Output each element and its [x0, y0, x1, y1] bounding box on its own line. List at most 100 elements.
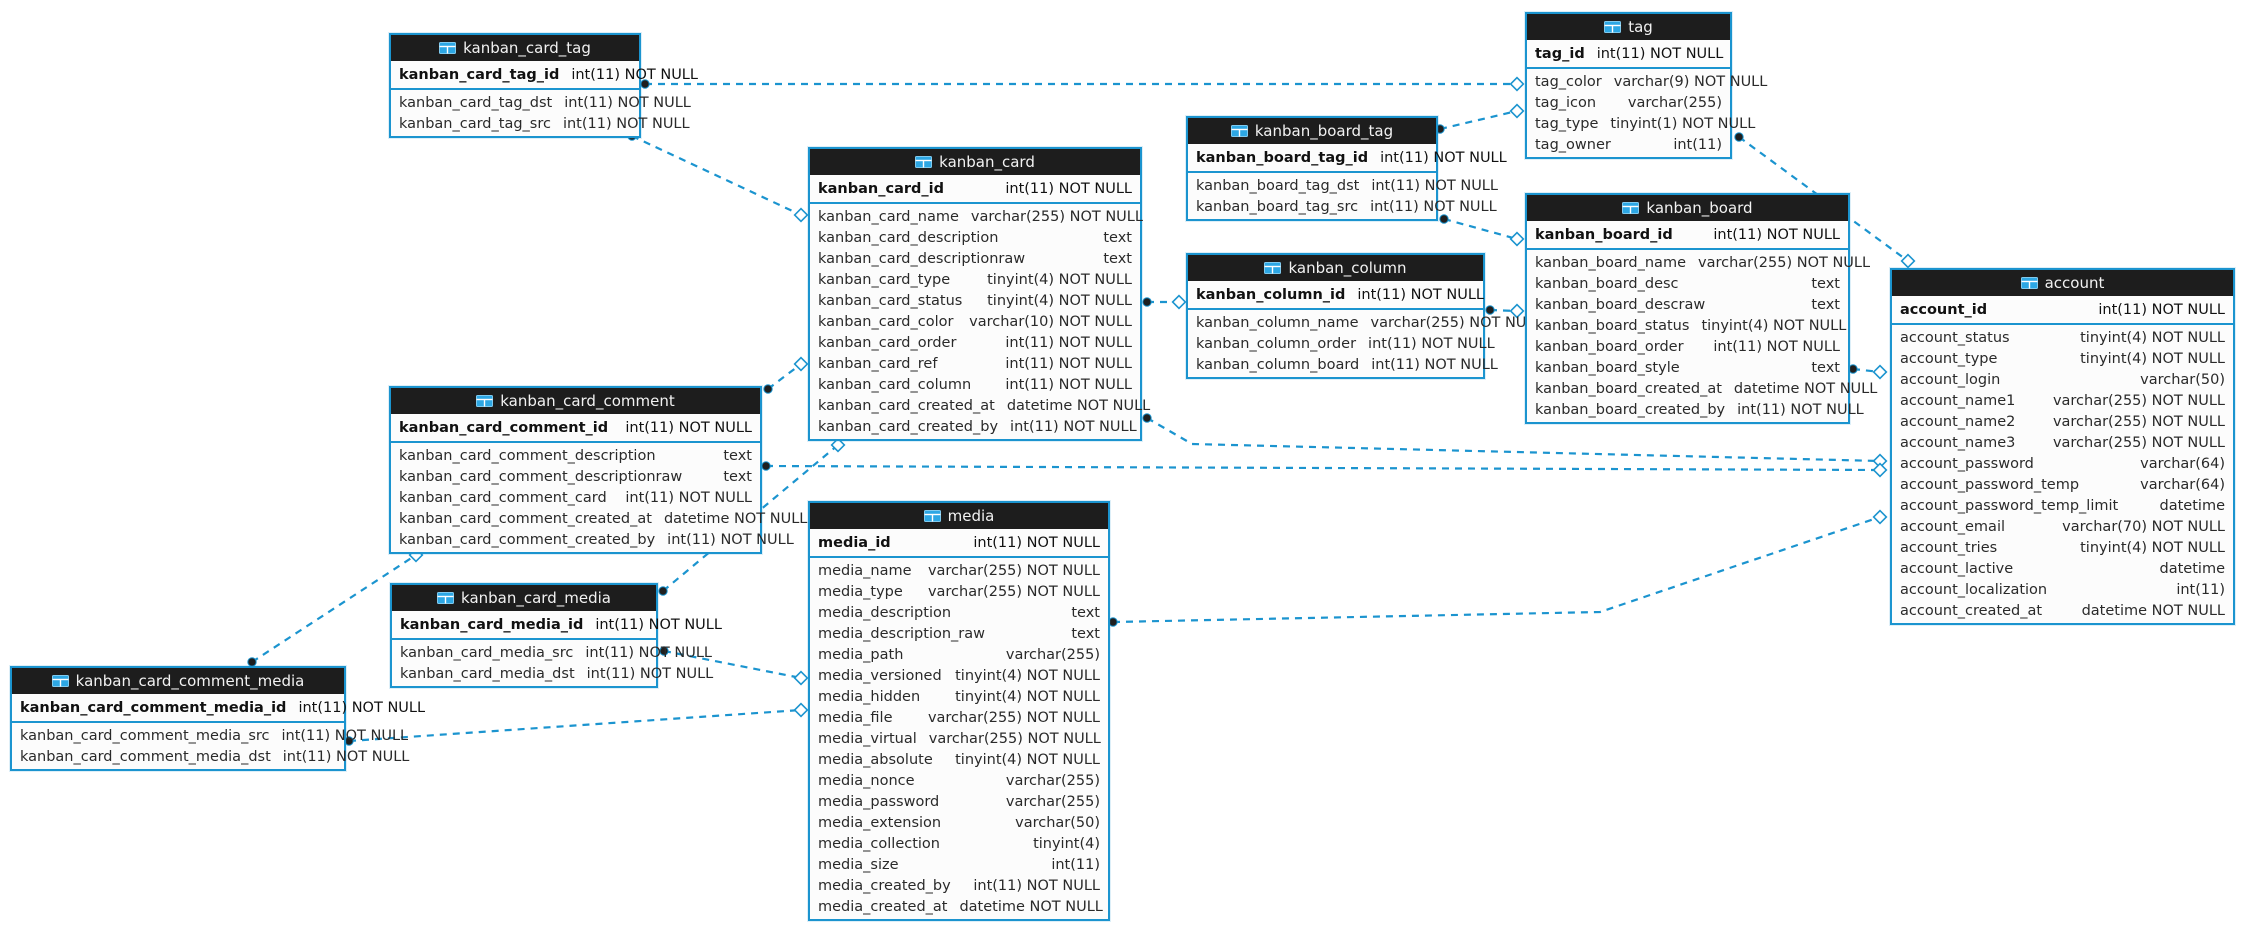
table-header[interactable]: media — [810, 503, 1108, 529]
primary-key-row[interactable]: kanban_board_id int(11) NOT NULL — [1527, 221, 1848, 250]
primary-key-row[interactable]: kanban_board_tag_id int(11) NOT NULL — [1188, 144, 1507, 173]
table-header[interactable]: kanban_board_tag — [1188, 118, 1436, 144]
relationship-line[interactable] — [1112, 515, 1881, 624]
relationship-kanban_card_tag-to-kanban_card[interactable] — [627, 131, 809, 223]
primary-key-row[interactable]: tag_id int(11) NOT NULL — [1527, 40, 1730, 69]
table-header[interactable]: kanban_card_tag — [391, 35, 639, 61]
table-header[interactable]: kanban_card — [810, 149, 1140, 175]
relationship-line[interactable] — [348, 708, 802, 743]
primary-key-row[interactable]: kanban_card_comment_media_id int(11) NOT… — [12, 694, 425, 723]
relationship-kanban_board_tag-to-tag[interactable] — [1435, 103, 1525, 134]
relationship-line[interactable] — [631, 135, 802, 216]
relationship-line[interactable] — [1443, 217, 1518, 241]
relationship-kanban_card_comment-to-account[interactable] — [761, 461, 1888, 478]
entity-kanban_column[interactable]: kanban_column kanban_column_id int(11) N… — [1186, 253, 1543, 379]
entity-kanban_card_comment_media[interactable]: kanban_card_comment_media kanban_card_co… — [10, 666, 425, 771]
relationship-line[interactable] — [1439, 109, 1518, 131]
table-header[interactable]: kanban_card_media — [392, 585, 656, 611]
relationship-line[interactable] — [663, 649, 802, 680]
relationship-kanban_card_tag-to-tag[interactable] — [640, 76, 1525, 92]
relationship-kanban_board-to-account[interactable] — [1848, 364, 1888, 380]
relationship-kanban_column-to-kanban_board[interactable] — [1485, 303, 1525, 319]
entity-kanban_card[interactable]: kanban_card kanban_card_id int(11) NOT N… — [808, 147, 1150, 441]
table-header[interactable]: kanban_card_comment — [391, 388, 760, 414]
primary-key-row[interactable]: kanban_card_comment_id int(11) NOT NULL — [391, 414, 760, 443]
relationship-kanban_board_tag-to-kanban_board[interactable] — [1439, 214, 1525, 247]
relationship-kanban_card_comment-to-kanban_card[interactable] — [763, 356, 809, 394]
relationship-kanban_card_media-to-kanban_card[interactable] — [658, 437, 846, 596]
relationship-line[interactable] — [765, 464, 1881, 472]
entity-kanban_card_media[interactable]: kanban_card_media kanban_card_media_id i… — [390, 583, 722, 688]
entity-kanban_card_tag[interactable]: kanban_card_tag kanban_card_tag_id int(1… — [389, 33, 698, 138]
relationship-line[interactable] — [767, 363, 802, 390]
primary-key-row[interactable]: media_id int(11) NOT NULL — [810, 529, 1108, 558]
primary-key-row[interactable]: account_id int(11) NOT NULL — [1892, 296, 2233, 325]
relationship-line[interactable] — [251, 554, 417, 663]
relationship-kanban_card_media-to-media[interactable] — [659, 646, 809, 686]
entity-kanban_board_tag[interactable]: kanban_board_tag kanban_board_tag_id int… — [1186, 116, 1507, 221]
relationship-kanban_card-to-account[interactable] — [1142, 413, 1888, 469]
table-header[interactable]: tag — [1527, 14, 1730, 40]
table-header[interactable]: account — [1892, 270, 2233, 296]
relationship-media-to-account[interactable] — [1108, 509, 1888, 627]
relationship-kanban_card-to-kanban_column[interactable] — [1142, 294, 1187, 310]
table-header[interactable]: kanban_card_comment_media — [12, 668, 344, 694]
